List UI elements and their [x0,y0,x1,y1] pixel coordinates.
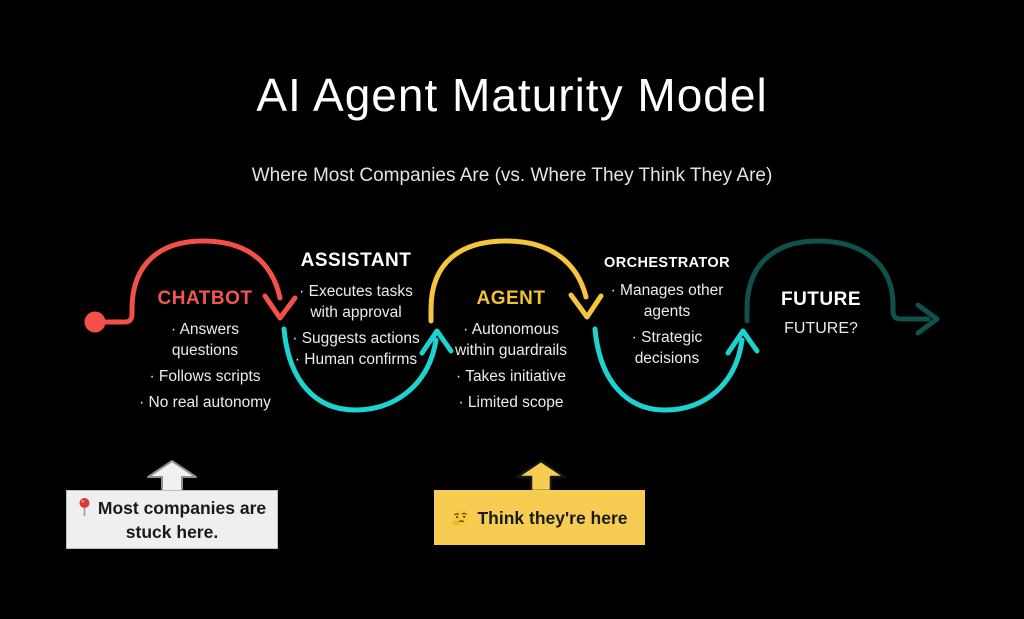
stage-agent-bullet: · Takes initiative [456,368,566,385]
stage-assistant-bullet: · Suggests actions [292,330,420,347]
stage-assistant-label: ASSISTANT [300,250,412,271]
stage-agent-bullet: · Autonomous [463,321,559,338]
stage-orchestrator-label: ORCHESTRATOR [604,255,730,271]
stage-chatbot-label: CHATBOT [157,288,253,309]
page-title: AI Agent Maturity Model [256,69,768,121]
stage-orchestrator-bullet: decisions [634,350,700,367]
stage-future-label: FUTURE [780,289,862,310]
stage-chatbot-bullet: · No real autonomy [139,394,271,411]
thinking-face-icon [452,508,470,527]
stage-chatbot-bullet: questions [171,342,239,359]
agent-to-orchestrator-arc [428,238,589,324]
arrowhead-down-icon [262,293,298,321]
future-onward-arc [744,238,931,324]
arrowhead-up-icon [419,328,454,356]
callout-think-here: Think they're here [434,490,645,545]
stage-future: FUTURE FUTURE? [781,289,861,338]
stage-agent-bullet: within guardrails [455,342,567,359]
stage-agent-label: AGENT [476,288,546,309]
callout-stuck-here: Most companies are stuck here. [66,490,278,549]
stage-chatbot-bullet: · Answers [170,321,240,338]
arrowhead-right-icon [915,302,940,336]
assistant-to-agent-arc [281,326,439,413]
stage-agent-bullet: · Limited scope [458,394,564,411]
stage-orchestrator: ORCHESTRATOR · Manages other agents · St… [604,255,730,369]
up-block-arrow-icon [515,460,567,492]
stage-chatbot: CHATBOT · Answers questions · Follows sc… [139,288,271,413]
stage-agent: AGENT · Autonomous within guardrails · T… [455,288,567,413]
stage-orchestrator-bullet: · Strategic [631,329,703,346]
arrowhead-up-icon [725,328,760,356]
callout-think-text: Think they're here [477,507,628,528]
stage-assistant-bullet: with approval [310,304,402,321]
stage-future-sublabel: FUTURE? [784,320,858,337]
stage-orchestrator-bullet: · Manages other [610,282,724,299]
callout-stuck-text-line1: Most companies are [97,497,267,518]
stage-chatbot-bullet: · Follows scripts [149,368,261,385]
arrowhead-down-icon [568,292,604,320]
subtitle: Where Most Companies Are (vs. Where They… [251,165,773,186]
orchestrator-to-future-arc [592,326,745,413]
pushpin-icon [79,498,90,516]
up-block-arrow-icon [147,460,197,492]
stage-assistant: ASSISTANT · Executes tasks with approval… [292,250,420,370]
stage-orchestrator-bullet: agents [643,303,691,320]
stage-assistant-bullet: · Executes tasks [299,283,413,300]
callout-stuck-text-line2: stuck here. [125,521,219,542]
stage-assistant-bullet: · Human confirms [294,351,418,368]
chatbot-to-assistant-arc [92,238,283,325]
